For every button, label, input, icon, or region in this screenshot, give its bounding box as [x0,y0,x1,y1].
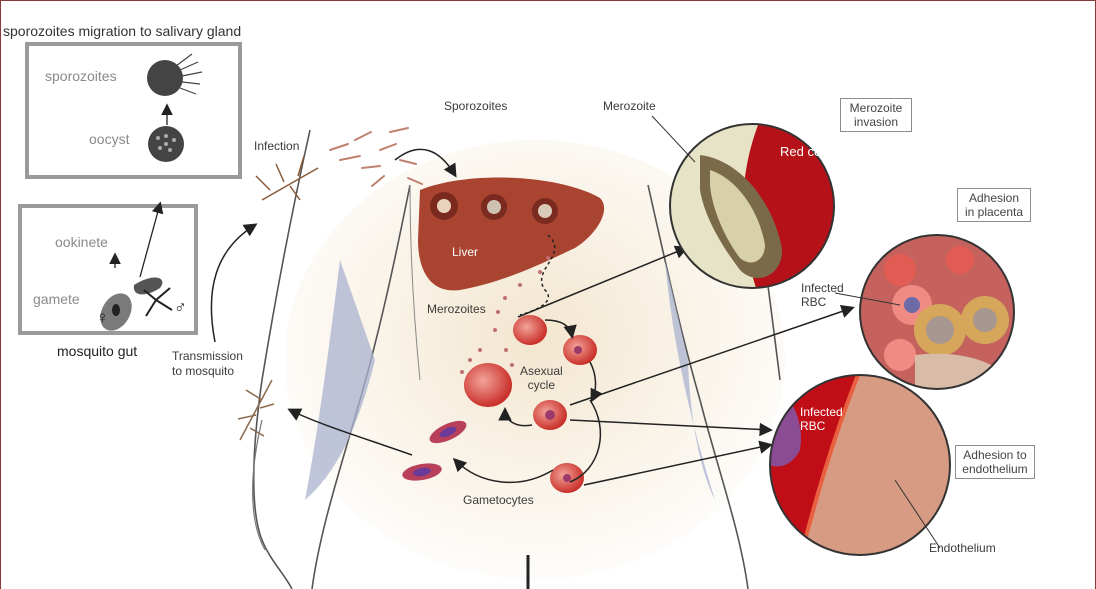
merozoite-label: Merozoite [603,99,656,113]
inset-gamete-label: gamete [33,291,80,307]
male-symbol: ♂ [174,298,187,318]
inset-sporozoites-label: sporozoites [45,68,117,84]
adhesion-endothelium-callout: Adhesion to endothelium [955,445,1035,479]
liver-label: Liver [452,245,478,259]
transmission-label: Transmission to mosquito [172,349,243,379]
female-symbol: ♀ [96,308,109,328]
panel-title: sporozoites migration to salivary gland [3,23,241,39]
infection-label: Infection [254,139,299,153]
gametocytes-label: Gametocytes [463,493,534,507]
merozoite-invasion-callout: Merozoite invasion [840,98,912,132]
merozoites-label: Merozoites [427,302,486,316]
inset-oocyst-label: oocyst [89,131,129,147]
inset-ookinete-label: ookinete [55,234,108,250]
sporozoite-cluster [330,128,422,186]
mosquito-top [256,156,318,200]
sporozoites-label: Sporozoites [444,99,507,113]
infected-rbc-label-endothelium: Infected RBC [800,405,843,433]
asexual-cycle-label: Asexual cycle [520,364,563,392]
adhesion-placenta-callout: Adhesion in placenta [957,188,1031,222]
mosquito-gut-label: mosquito gut [57,343,137,359]
endothelium-label: Endothelium [929,541,996,555]
red-cell-label: Red cell [780,144,827,159]
adhesion-endothelium-circle [765,370,950,560]
mosquito-bottom [238,380,274,440]
adhesion-placenta-circle [858,234,1020,395]
infected-rbc-label-placenta: Infected RBC [801,281,844,309]
